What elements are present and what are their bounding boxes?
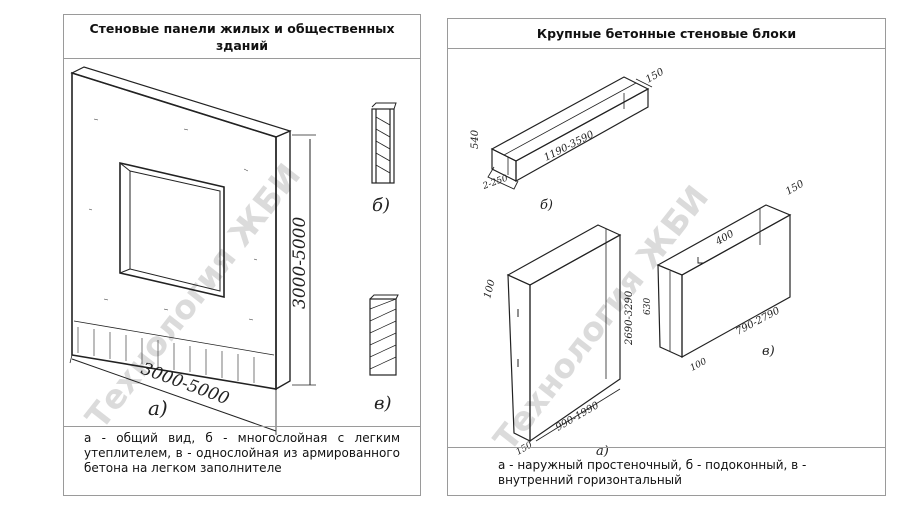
window-reveal <box>129 170 221 292</box>
label-a: а) <box>148 396 168 420</box>
wall-panel-figure: Технология ЖБИ <box>69 66 399 436</box>
block-v-depth: 100 <box>689 357 709 374</box>
block-v-label: в) <box>762 344 775 359</box>
label-v: в) <box>374 393 392 414</box>
left-panel-caption: а - общий вид, б - многослойная с легким… <box>64 426 420 495</box>
block-a-thickness: 100 <box>482 278 498 300</box>
block-v-height: 630 <box>643 298 653 315</box>
wall-panel-drawing: Технология ЖБИ <box>64 59 420 441</box>
right-panel-title: Крупные бетонные стеновые блоки <box>448 19 885 49</box>
section-v-single-layer <box>369 294 399 376</box>
height-label: 3000-5000 <box>290 217 310 309</box>
block-b-width: 150 <box>644 66 667 85</box>
block-b-height: 540 <box>470 129 481 149</box>
block-v-top: 400 <box>713 228 736 248</box>
block-a-height: 2690-3290 <box>624 290 635 346</box>
right-panel-caption: а - наружный простеночный, б - подоконны… <box>448 447 885 495</box>
block-a-pier <box>506 224 622 443</box>
panel-top-face <box>70 66 292 138</box>
wall-blocks-figure: Технология ЖБИ 1190-3590 540 150 2-250 б… <box>470 66 807 459</box>
left-panel-title: Стеновые панели жилых и общественных зда… <box>64 15 420 59</box>
section-b-multilayer <box>371 102 397 184</box>
block-b-label: б) <box>540 198 553 213</box>
block-v-internal <box>656 204 792 359</box>
width-dimension-line <box>71 358 277 432</box>
block-v-length: 790-2790 <box>734 305 782 338</box>
panel-bottom-hatch <box>77 327 255 383</box>
block-b-sill <box>487 76 653 190</box>
label-b: б) <box>372 195 390 216</box>
block-b-length: 1190-3590 <box>542 129 596 164</box>
wall-blocks-drawing: Технология ЖБИ 1190-3590 540 150 2-250 б… <box>448 49 885 467</box>
block-b-end: 2-250 <box>481 173 510 192</box>
right-panel: Крупные бетонные стеновые блоки Технолог… <box>447 18 886 496</box>
left-panel: Стеновые панели жилых и общественных зда… <box>63 14 421 496</box>
block-a-width: 990-1990 <box>554 400 602 434</box>
window-opening <box>119 161 225 299</box>
block-v-width: 150 <box>784 178 807 197</box>
face-texture <box>88 118 258 321</box>
